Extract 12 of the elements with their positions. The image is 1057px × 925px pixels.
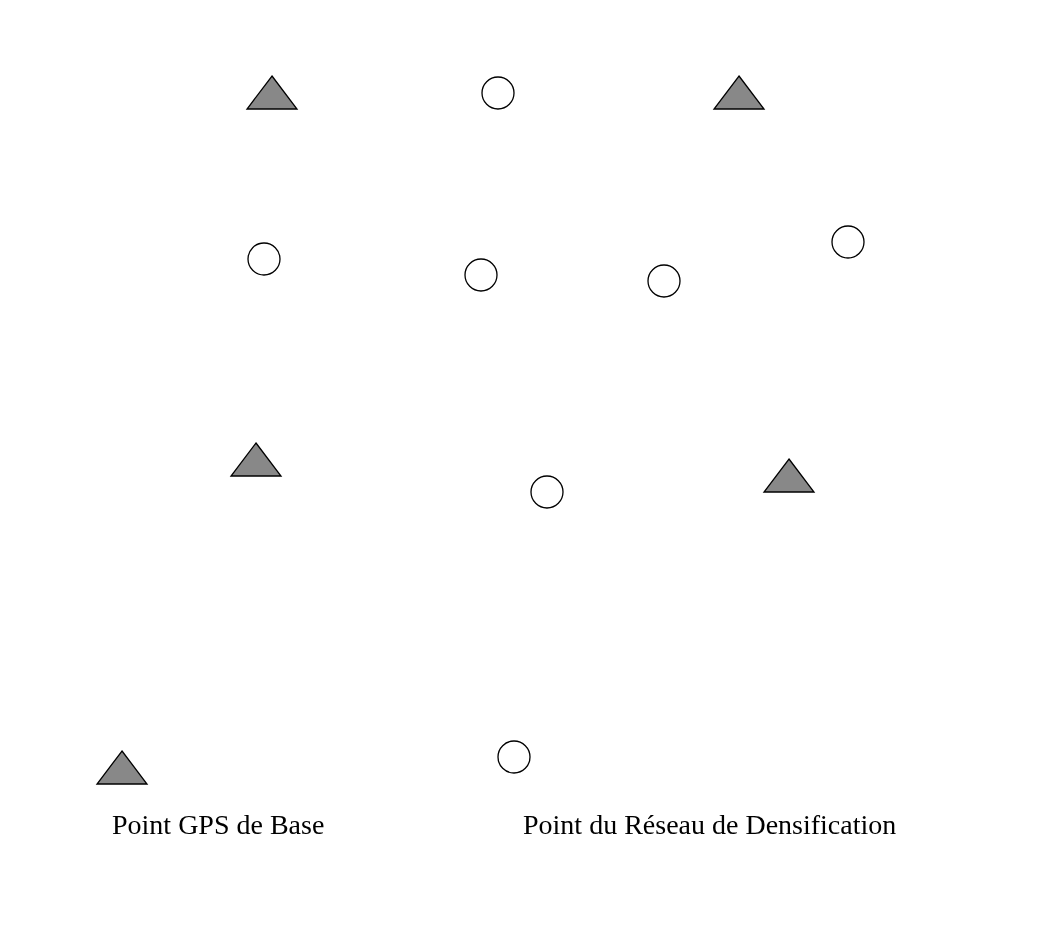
densification-point-circle (831, 225, 865, 259)
gps-base-point-triangle (246, 75, 298, 110)
densification-point-circle (647, 264, 681, 298)
densification-point-circle (481, 76, 515, 110)
densification-point-circle (530, 475, 564, 509)
legend-label: Point du Réseau de Densification (523, 811, 897, 839)
gps-base-point-triangle (230, 442, 282, 477)
gps-base-point-triangle (713, 75, 765, 110)
densification-point-circle (464, 258, 498, 292)
legend-label: Point GPS de Base (112, 811, 325, 839)
gps-base-point-triangle (763, 458, 815, 493)
densification-point-circle (247, 242, 281, 276)
